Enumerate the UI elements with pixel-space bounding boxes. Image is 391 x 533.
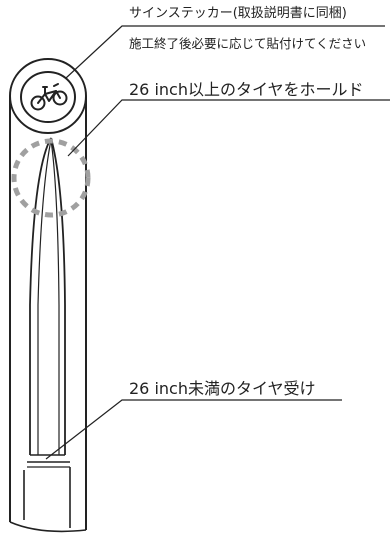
leader-sticker	[65, 25, 385, 79]
tire-slot	[29, 137, 66, 455]
stand-pole	[9, 96, 87, 533]
callout-hold-label: 26 inch以上のタイヤをホールド	[129, 80, 364, 99]
leader-lines	[45, 25, 390, 460]
callout-sticker-note: 施工終了後必要に応じて貼付けてください	[129, 36, 367, 51]
bicycle-icon	[20, 71, 76, 123]
leader-under	[45, 399, 342, 460]
tire-receiver	[23, 454, 71, 528]
highlight-dashed-circle	[11, 138, 91, 218]
callout-sticker-label: サインステッカー(取扱説明書に同梱)	[129, 6, 347, 21]
leader-hold	[67, 99, 390, 157]
callout-under-label: 26 inch未満のタイヤ受け	[129, 379, 316, 398]
